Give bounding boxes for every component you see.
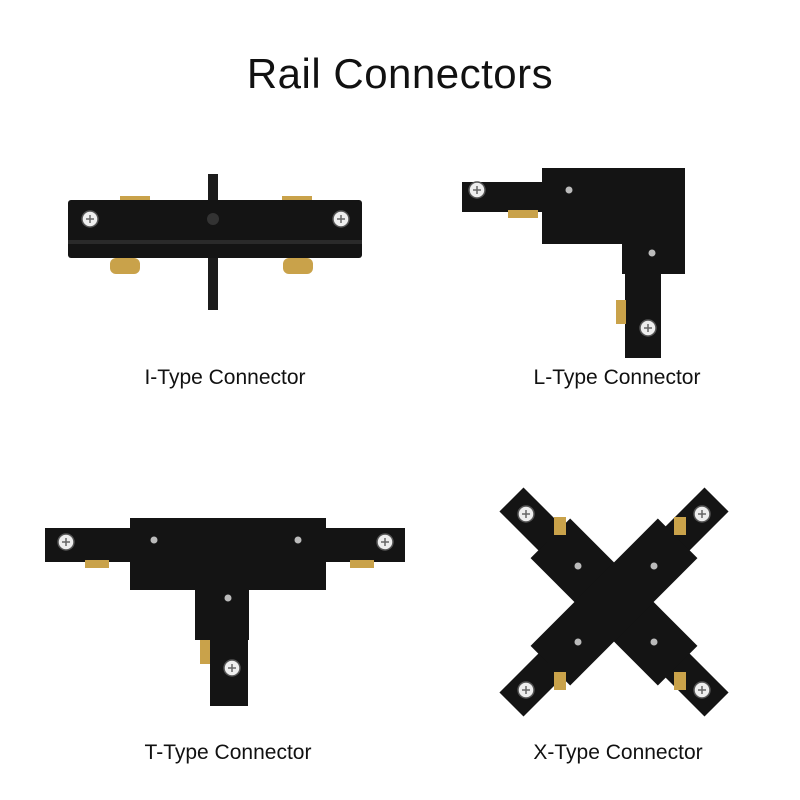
i-type-label: I-Type Connector [144,366,306,389]
page-title: Rail Connectors [246,50,554,97]
l-type-label: L-Type Connector [533,366,701,389]
t-type-label: T-Type Connector [144,741,312,764]
t-type-connector-icon [45,518,405,706]
x-type-connector-icon [499,487,729,717]
l-type-connector-icon [462,168,685,358]
x-type-label: X-Type Connector [533,741,703,764]
i-type-connector-icon [68,174,362,310]
